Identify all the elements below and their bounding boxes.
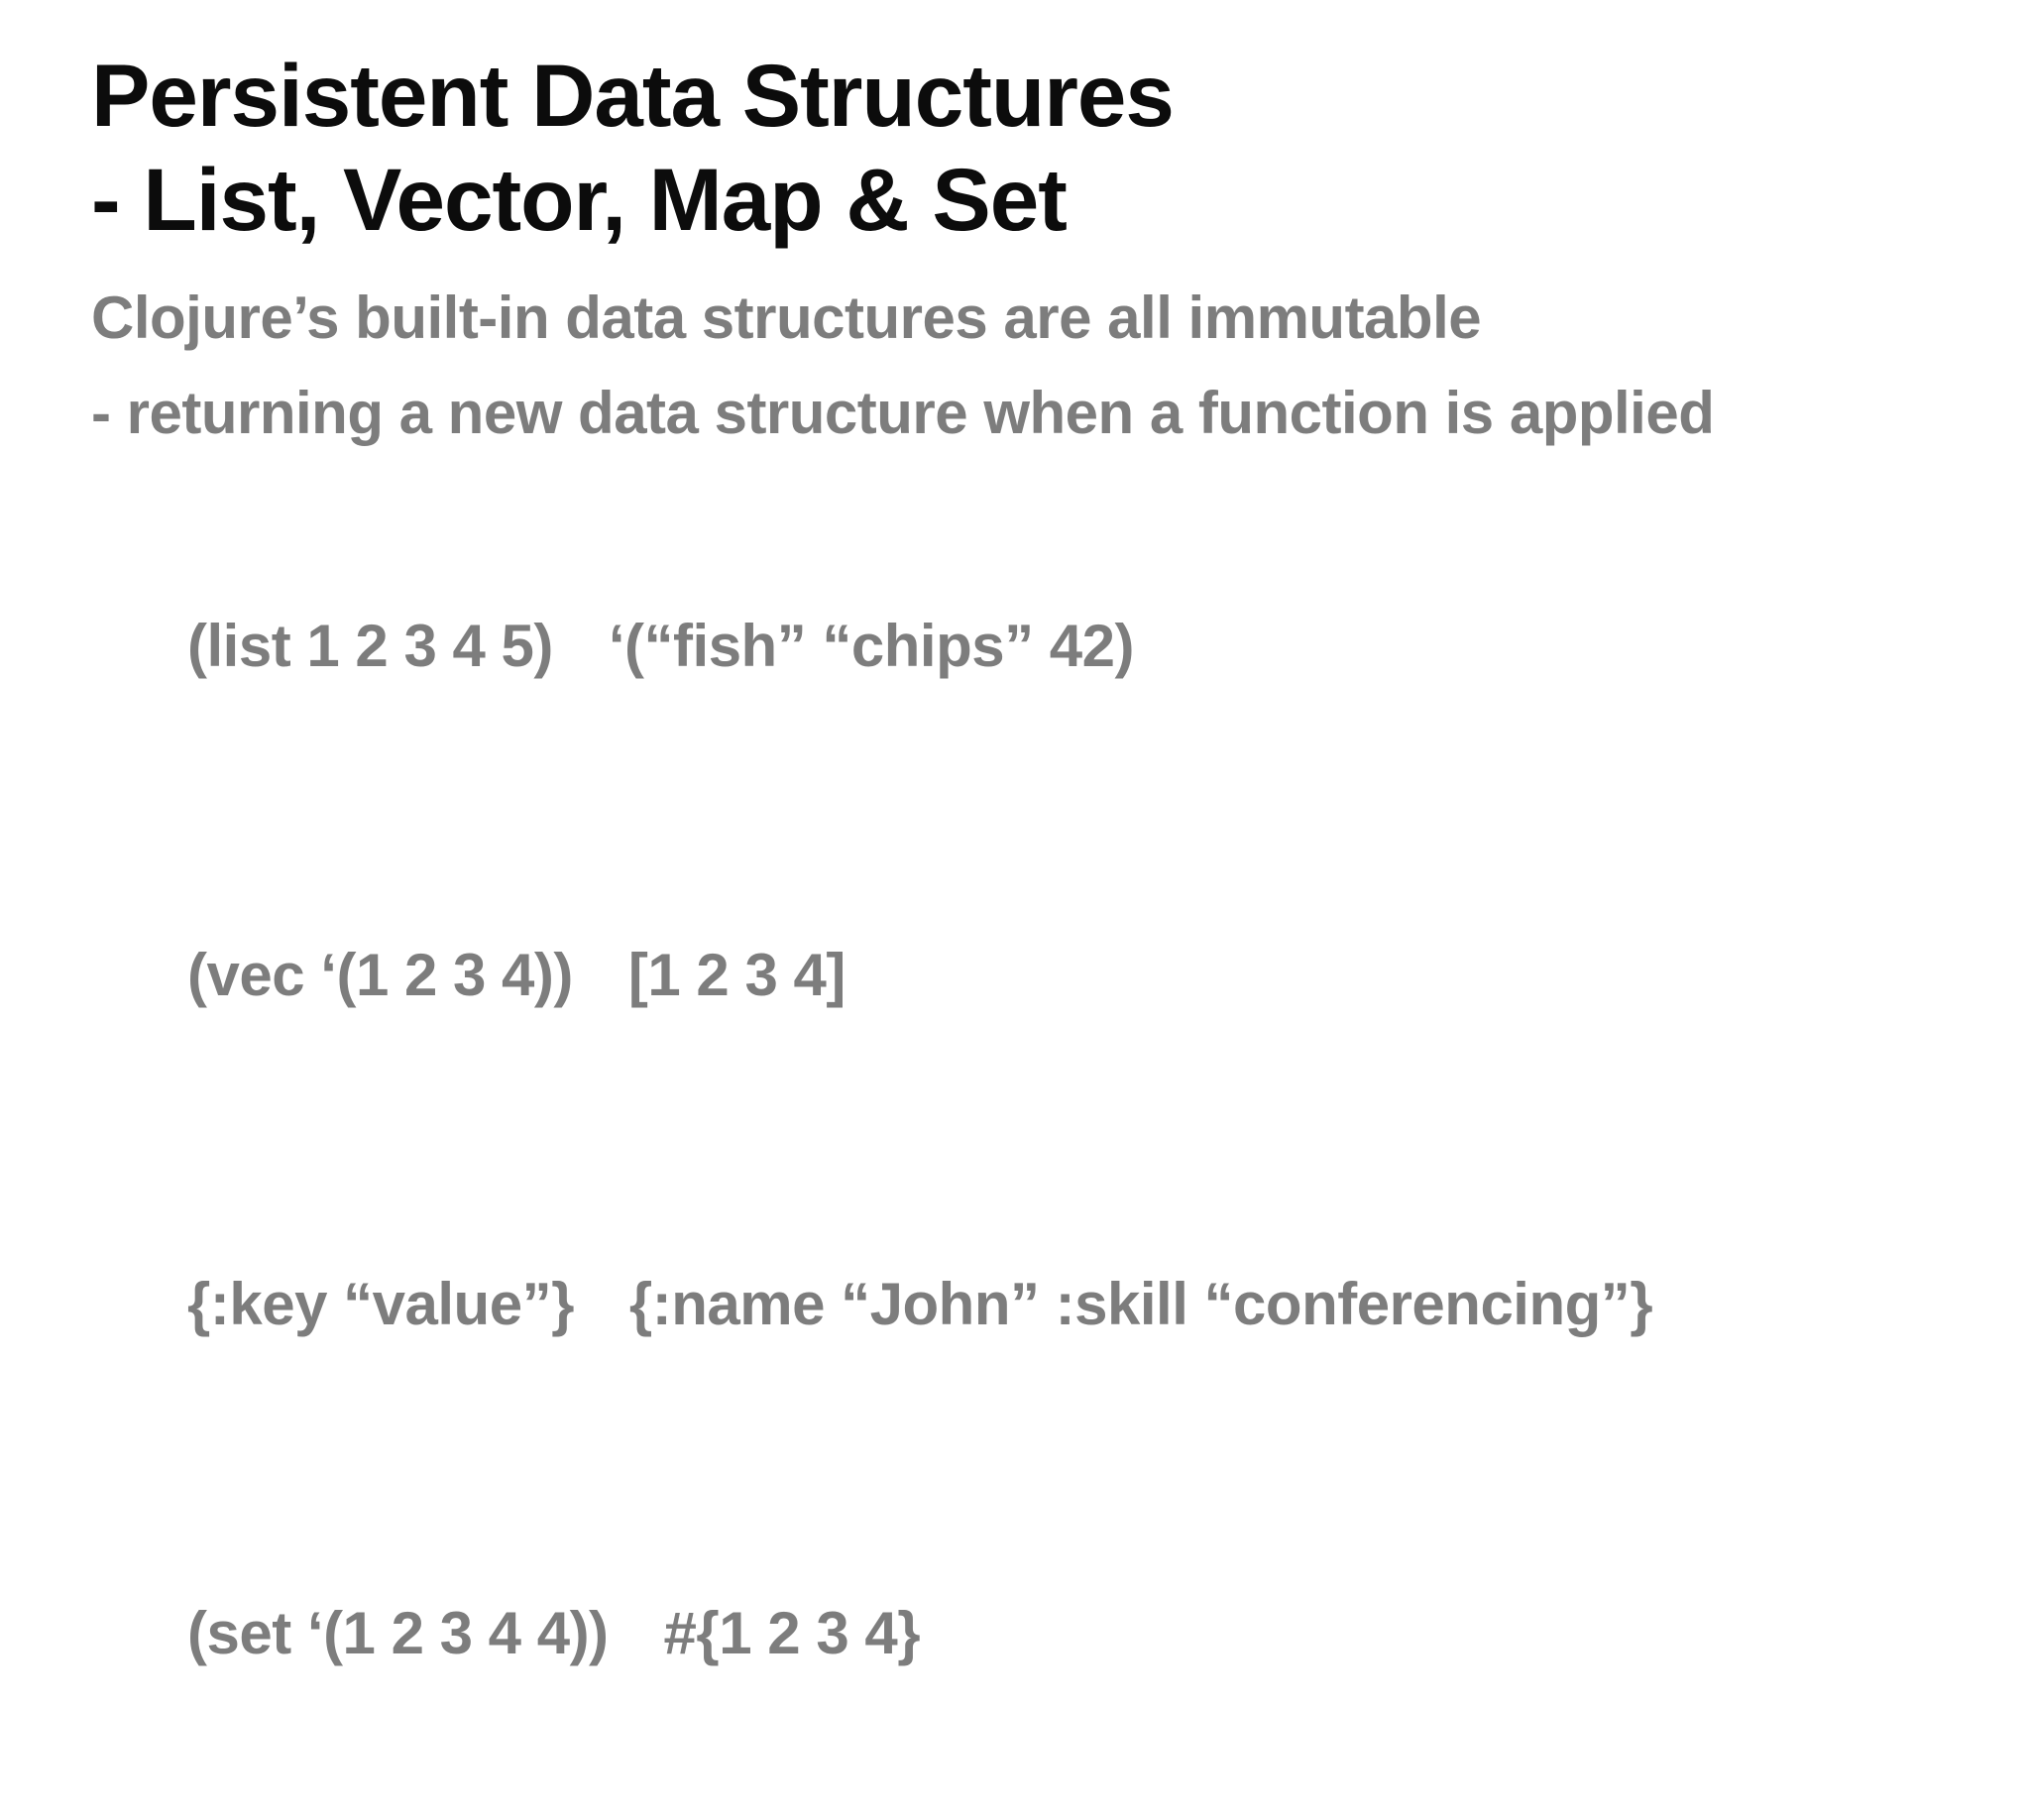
code-result: {:name “John” :skill “conferencing”} bbox=[628, 1271, 1653, 1337]
code-examples: (list 1 2 3 4 5) ‘(“fish” “chips” 42) (ve… bbox=[91, 504, 1653, 1820]
code-expression: {:key “value”} bbox=[187, 1271, 574, 1337]
slide-subtitle: Clojure’s built-in data structures are a… bbox=[91, 271, 1715, 461]
code-expression: (set ‘(1 2 3 4 4)) bbox=[187, 1600, 609, 1666]
code-result: #{1 2 3 4} bbox=[663, 1600, 921, 1666]
subtitle-line-1: Clojure’s built-in data structures are a… bbox=[91, 284, 1482, 351]
code-example-row: (set ‘(1 2 3 4 4)) #{1 2 3 4} bbox=[91, 1491, 1652, 1776]
subtitle-line-2: - returning a new data structure when a … bbox=[91, 380, 1715, 446]
code-example-row: (list 1 2 3 4 5) ‘(“fish” “chips” 42) bbox=[91, 504, 1652, 789]
title-line-1: Persistent Data Structures bbox=[91, 46, 1175, 145]
code-example-row: (vec ‘(1 2 3 4)) [1 2 3 4] bbox=[91, 833, 1652, 1118]
code-expression: (vec ‘(1 2 3 4)) bbox=[187, 942, 573, 1008]
code-example-row: {:key “value”} {:name “John” :skill “conf… bbox=[91, 1162, 1653, 1447]
code-result: ‘(“fish” “chips” 42) bbox=[608, 613, 1135, 679]
slide-title: Persistent Data Structures - List, Vecto… bbox=[91, 44, 1175, 252]
title-line-2: - List, Vector, Map & Set bbox=[91, 150, 1068, 249]
code-result: [1 2 3 4] bbox=[627, 942, 846, 1008]
slide: Persistent Data Structures - List, Vecto… bbox=[91, 44, 1715, 1666]
code-expression: (list 1 2 3 4 5) bbox=[187, 613, 553, 679]
